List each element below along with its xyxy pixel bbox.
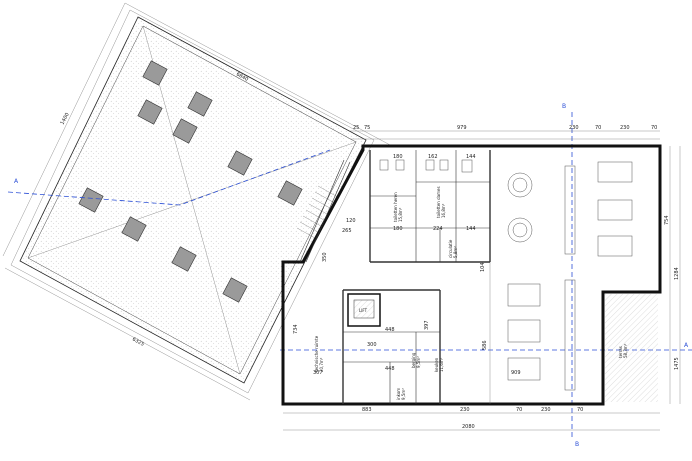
dim-int-15: 734 [293,324,299,334]
skylight [227,150,253,176]
dim-int-6: 120 [346,218,356,224]
skylight [187,91,213,117]
dimension-interior: 180 162 144 180 224 144 120 265 448 448 … [293,154,521,376]
dimension-bottom: 883 230 70 230 70 2080 [283,407,660,431]
building-walls [281,144,662,406]
dim-top-6: 70 [651,125,657,131]
dim-bottom-4: 70 [577,407,583,413]
dim-int-1: 162 [428,154,438,160]
skylight [78,187,104,213]
skylight [121,216,147,242]
lift: LIFT [347,293,381,327]
dim-top-0: 25 [353,125,359,131]
dimension-right: 754 1284 1475 [664,146,681,404]
skylight [222,277,248,303]
dim-int-2: 144 [466,154,476,160]
dim-int-12: 300 [367,342,377,348]
skylights [78,60,303,303]
section-marker-a1: A [14,178,19,185]
skylight [137,99,163,125]
dim-int-13: 397 [424,320,430,330]
dim-int-7: 265 [342,228,352,234]
lift-label: LIFT [359,308,368,313]
dim-top-4: 70 [595,125,601,131]
room-kitchen: keuken11,6m² [434,357,444,372]
dim-int-5: 144 [466,226,476,232]
dim-top-3: 230 [569,125,579,131]
dim-top-2: 979 [457,125,467,131]
room-storage: berging9,5m² [411,352,421,368]
dimension-top: 25 75 979 230 70 230 70 [350,125,660,140]
section-lines: A A B B [7,103,692,448]
dim-roof-left: 1400 [59,112,70,126]
dim-top-5: 230 [620,125,630,131]
dim-right-1: 1284 [674,267,680,280]
dim-int-14: 586 [482,340,488,350]
dim-int-3: 180 [393,226,403,232]
dim-int-17: 104 [480,262,486,272]
dim-roof-bottom: 6325 [131,336,145,347]
dim-int-8: 448 [385,327,395,333]
skylight [172,118,198,144]
dim-bottom-0: 883 [362,407,372,413]
roof-plan: 6840 1400 6325 [2,2,393,401]
terrace-area [605,294,658,402]
dim-bottom-3: 230 [541,407,551,413]
section-marker-b2: B [575,441,579,448]
room-labels: toiletten heren15,8m² toiletten dames16,… [314,186,628,400]
dim-int-0: 180 [393,154,403,160]
dim-int-11: 307 [313,370,323,376]
room-terrace: terras58,3m² [618,343,628,358]
round-table [507,172,533,198]
room-circulation: circulatie5,8m² [448,239,458,258]
room-entry: inkom9,5m² [396,388,406,400]
dim-roof-top: 6840 [235,71,249,82]
dim-bottom-2: 70 [516,407,522,413]
skylight [277,180,303,206]
section-marker-b1: B [562,103,566,110]
dim-right-0: 754 [664,215,670,225]
section-marker-a2: A [684,342,689,349]
dim-int-16: 350 [322,252,328,262]
room-technical: technische ruimte20,7m² [314,335,324,372]
staircase [296,185,337,239]
dim-overall-bottom: 2080 [462,424,475,430]
dim-right-2: 1475 [674,357,680,370]
skylight [171,246,197,272]
dim-top-1: 75 [364,125,370,131]
room-toilet-women: toiletten dames16,8m² [436,186,446,218]
room-toilet-men: toiletten heren15,8m² [393,192,403,222]
dim-bottom-1: 230 [460,407,470,413]
furniture [379,159,633,391]
round-table [507,217,533,243]
dim-int-9: 448 [385,366,395,372]
skylight [142,60,168,86]
dim-int-4: 224 [433,226,443,232]
dim-int-10: 909 [511,370,521,376]
